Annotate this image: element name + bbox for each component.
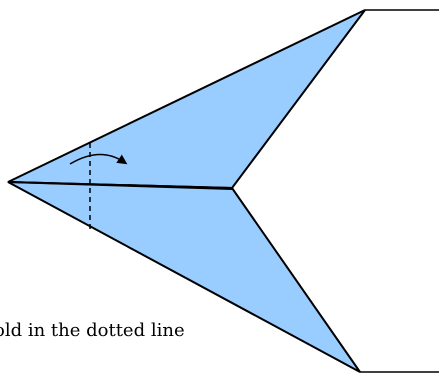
fold-arrow: [69, 153, 128, 165]
fold-instruction-caption: old in the dotted line: [0, 320, 185, 341]
upper-wing: [7, 9, 366, 190]
lower-wing: [7, 181, 361, 373]
center-crease: [7, 181, 233, 190]
